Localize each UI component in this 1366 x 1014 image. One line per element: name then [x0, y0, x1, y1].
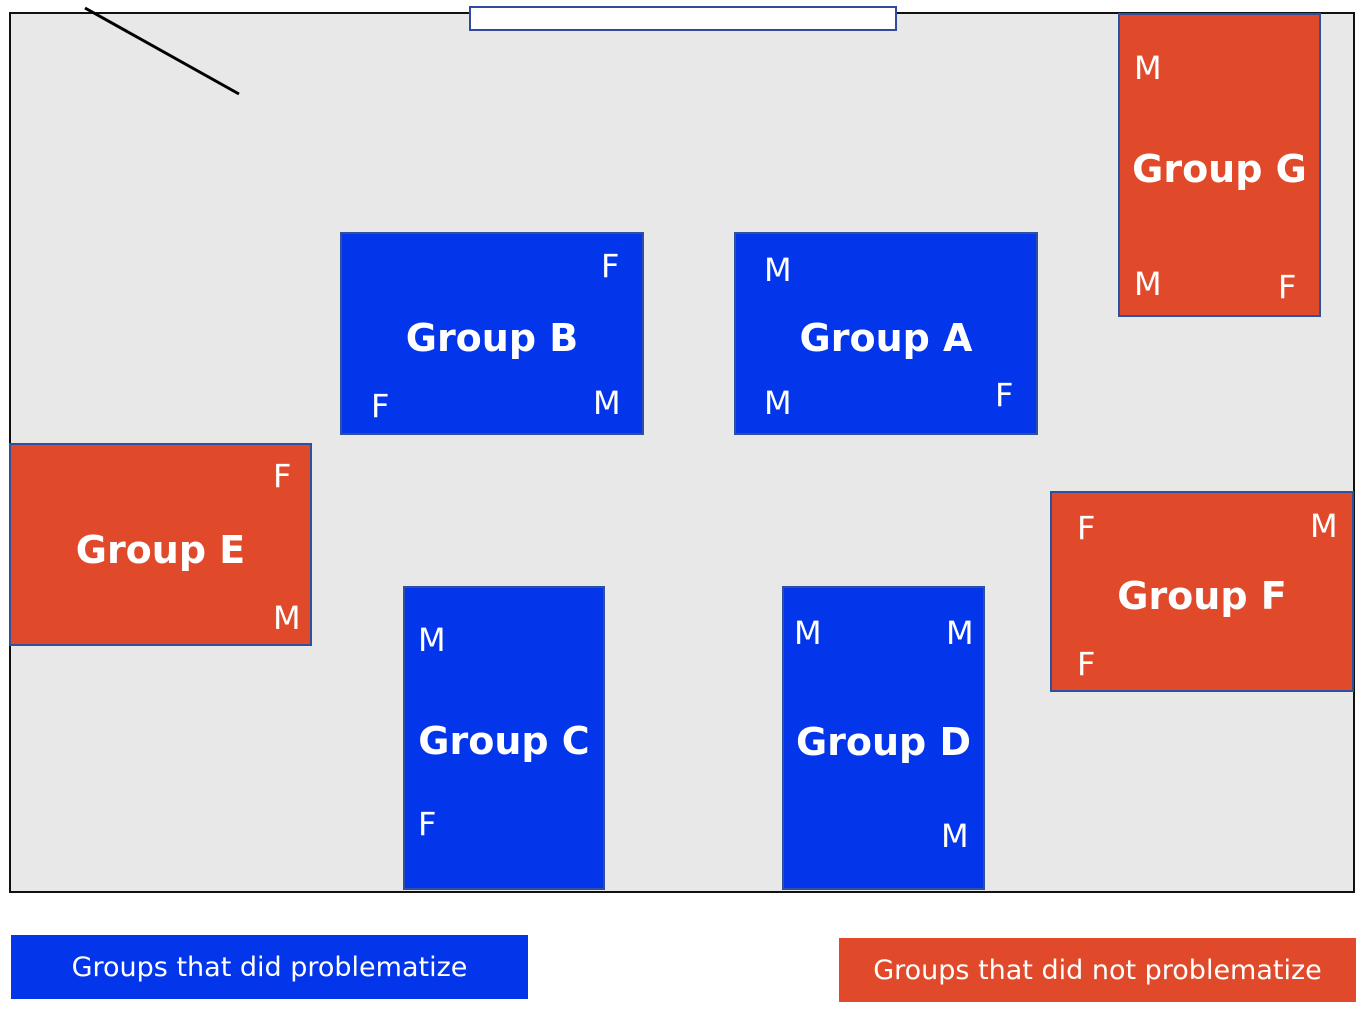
group-f-seat-top-left: F: [1077, 509, 1096, 547]
group-d-seat-top-right: M: [946, 614, 974, 652]
group-e-title: Group E: [75, 528, 246, 572]
group-e-seat-top-right: F: [273, 457, 292, 495]
group-b-table: F Group B F M: [340, 232, 644, 435]
group-c-seat-bottom-left: F: [418, 805, 437, 843]
group-a-seat-bottom-left: M: [764, 384, 792, 422]
group-f-seat-top-right: M: [1310, 507, 1338, 545]
group-f-title: Group F: [1117, 574, 1287, 618]
group-c-title: Group C: [418, 719, 590, 763]
group-f-seat-bottom-left: F: [1077, 645, 1096, 683]
group-g-seat-top-left: M: [1134, 49, 1162, 87]
group-g-seat-bottom-left: M: [1134, 265, 1162, 303]
door-icon: [84, 6, 240, 96]
group-g-title: Group G: [1132, 147, 1307, 191]
group-a-table: M Group A M F: [734, 232, 1038, 435]
legend-problematized: Groups that did problematize: [11, 935, 528, 999]
whiteboard: [469, 6, 897, 31]
legend-not-problematized: Groups that did not problematize: [839, 938, 1356, 1002]
group-a-seat-bottom-right: F: [995, 376, 1014, 414]
group-d-seat-bottom-right: M: [941, 817, 969, 855]
group-b-title: Group B: [405, 316, 579, 360]
group-d-table: M M Group D M: [782, 586, 985, 890]
group-b-seat-bottom-left: F: [371, 387, 390, 425]
group-d-seat-top-left: M: [794, 614, 822, 652]
group-f-table: F M Group F F: [1050, 491, 1354, 692]
group-b-seat-top-right: F: [601, 247, 620, 285]
group-a-seat-top-left: M: [764, 251, 792, 289]
group-e-table: F Group E M: [9, 443, 312, 646]
group-g-table: M Group G M F: [1118, 13, 1321, 317]
group-b-seat-bottom-right: M: [593, 384, 621, 422]
group-g-seat-bottom-right: F: [1278, 268, 1297, 306]
group-c-table: M Group C F: [403, 586, 605, 890]
group-c-seat-top-left: M: [418, 621, 446, 659]
group-d-title: Group D: [795, 720, 972, 764]
group-e-seat-bottom-right: M: [273, 599, 301, 637]
group-a-title: Group A: [799, 316, 973, 360]
